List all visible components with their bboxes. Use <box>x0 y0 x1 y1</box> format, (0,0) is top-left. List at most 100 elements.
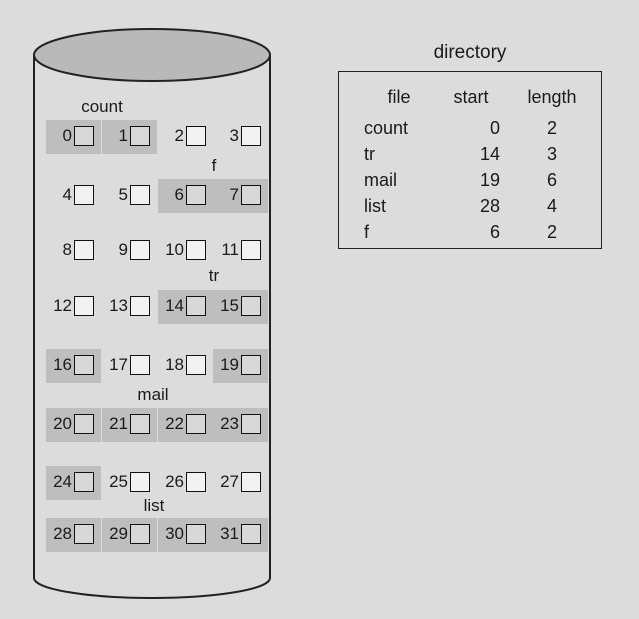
disk-block <box>186 414 206 434</box>
disk-block <box>241 355 261 375</box>
directory-row: count 0 2 <box>356 115 586 141</box>
disk-block <box>130 524 150 544</box>
block-number: 0 <box>62 126 72 145</box>
row-start: 14 <box>479 144 500 164</box>
disk-block <box>74 185 94 205</box>
disk-block <box>74 240 94 260</box>
disk-block <box>186 296 206 316</box>
file-tag-mail: mail <box>137 385 169 404</box>
block-number: 13 <box>109 296 128 315</box>
block-number: 15 <box>220 296 239 315</box>
disk-block <box>130 472 150 492</box>
disk-block <box>186 524 206 544</box>
disk-block <box>241 185 261 205</box>
row-length: 3 <box>546 144 557 164</box>
disk-block <box>130 185 150 205</box>
disk-block <box>130 355 150 375</box>
allocated-region-shading <box>46 120 268 552</box>
block-number: 21 <box>109 414 128 433</box>
directory-title: directory <box>433 42 507 63</box>
block-number: 5 <box>118 185 128 204</box>
disk-block <box>130 240 150 260</box>
row-start: 0 <box>489 118 500 138</box>
disk-block <box>186 185 206 205</box>
block-number: 16 <box>53 355 72 374</box>
directory-row: f 6 2 <box>356 219 586 245</box>
block-number: 22 <box>165 414 184 433</box>
disk-block <box>74 355 94 375</box>
file-tag-count: count <box>81 97 123 116</box>
directory-row: list 28 4 <box>356 193 586 219</box>
block-number: 20 <box>53 414 72 433</box>
block-number: 11 <box>221 240 239 259</box>
block-number: 28 <box>53 524 72 543</box>
row-start: 6 <box>489 222 500 242</box>
disk-block <box>74 414 94 434</box>
column-header-length: length <box>527 87 577 107</box>
disk-block <box>130 296 150 316</box>
directory-row: mail 19 6 <box>356 167 586 193</box>
row-file: f <box>364 222 370 242</box>
disk-block <box>186 355 206 375</box>
disk-block <box>130 126 150 146</box>
block-number: 12 <box>53 296 72 315</box>
block-number: 19 <box>220 355 239 374</box>
disk-block <box>241 524 261 544</box>
block-number: 24 <box>53 472 72 491</box>
row-start: 28 <box>479 196 500 216</box>
file-tag-f: f <box>211 156 217 175</box>
row-start: 19 <box>479 170 500 190</box>
block-number: 23 <box>220 414 239 433</box>
block-number: 14 <box>165 296 184 315</box>
cylinder-outline <box>33 55 271 599</box>
row-length: 2 <box>546 118 557 138</box>
block-number: 29 <box>109 524 128 543</box>
directory-header-row: file start length <box>356 83 586 115</box>
block-number: 26 <box>165 472 184 491</box>
block-number: 10 <box>165 240 184 259</box>
block-number: 30 <box>165 524 184 543</box>
block-number: 17 <box>109 355 128 374</box>
file-tag-list: list <box>143 496 165 515</box>
block-number: 1 <box>118 126 128 145</box>
row-length: 6 <box>546 170 557 190</box>
disk-block <box>241 296 261 316</box>
row-file: list <box>364 196 386 216</box>
disk-block <box>186 126 206 146</box>
directory-table: file start length count 0 2 tr 14 3 mail… <box>356 83 586 245</box>
block-number: 27 <box>220 472 239 491</box>
disk-block <box>186 240 206 260</box>
block-number: 2 <box>174 126 184 145</box>
disk-block <box>241 126 261 146</box>
disk-block <box>74 524 94 544</box>
disk-block <box>241 240 261 260</box>
file-tag-tr: tr <box>208 266 220 285</box>
block-number: 9 <box>118 240 128 259</box>
disk-block <box>241 472 261 492</box>
cylinder-top <box>33 28 271 82</box>
block-number: 7 <box>229 185 239 204</box>
row-file: mail <box>364 170 398 190</box>
disk-block <box>74 472 94 492</box>
block-number: 8 <box>62 240 72 259</box>
block-number: 18 <box>165 355 184 374</box>
block-number: 31 <box>220 524 239 543</box>
column-header-start: start <box>453 87 489 107</box>
directory-box <box>338 71 602 249</box>
row-file: count <box>364 118 409 138</box>
disk-block <box>74 296 94 316</box>
row-length: 4 <box>546 196 557 216</box>
row-length: 2 <box>546 222 557 242</box>
disk-block <box>186 472 206 492</box>
block-number: 4 <box>62 185 72 204</box>
directory-row: tr 14 3 <box>356 141 586 167</box>
disk-block <box>74 126 94 146</box>
row-file: tr <box>364 144 375 164</box>
block-number: 3 <box>229 126 239 145</box>
block-number: 25 <box>109 472 128 491</box>
disk-block <box>130 414 150 434</box>
column-header-file: file <box>387 87 411 107</box>
disk-block <box>241 414 261 434</box>
block-number: 6 <box>174 185 184 204</box>
